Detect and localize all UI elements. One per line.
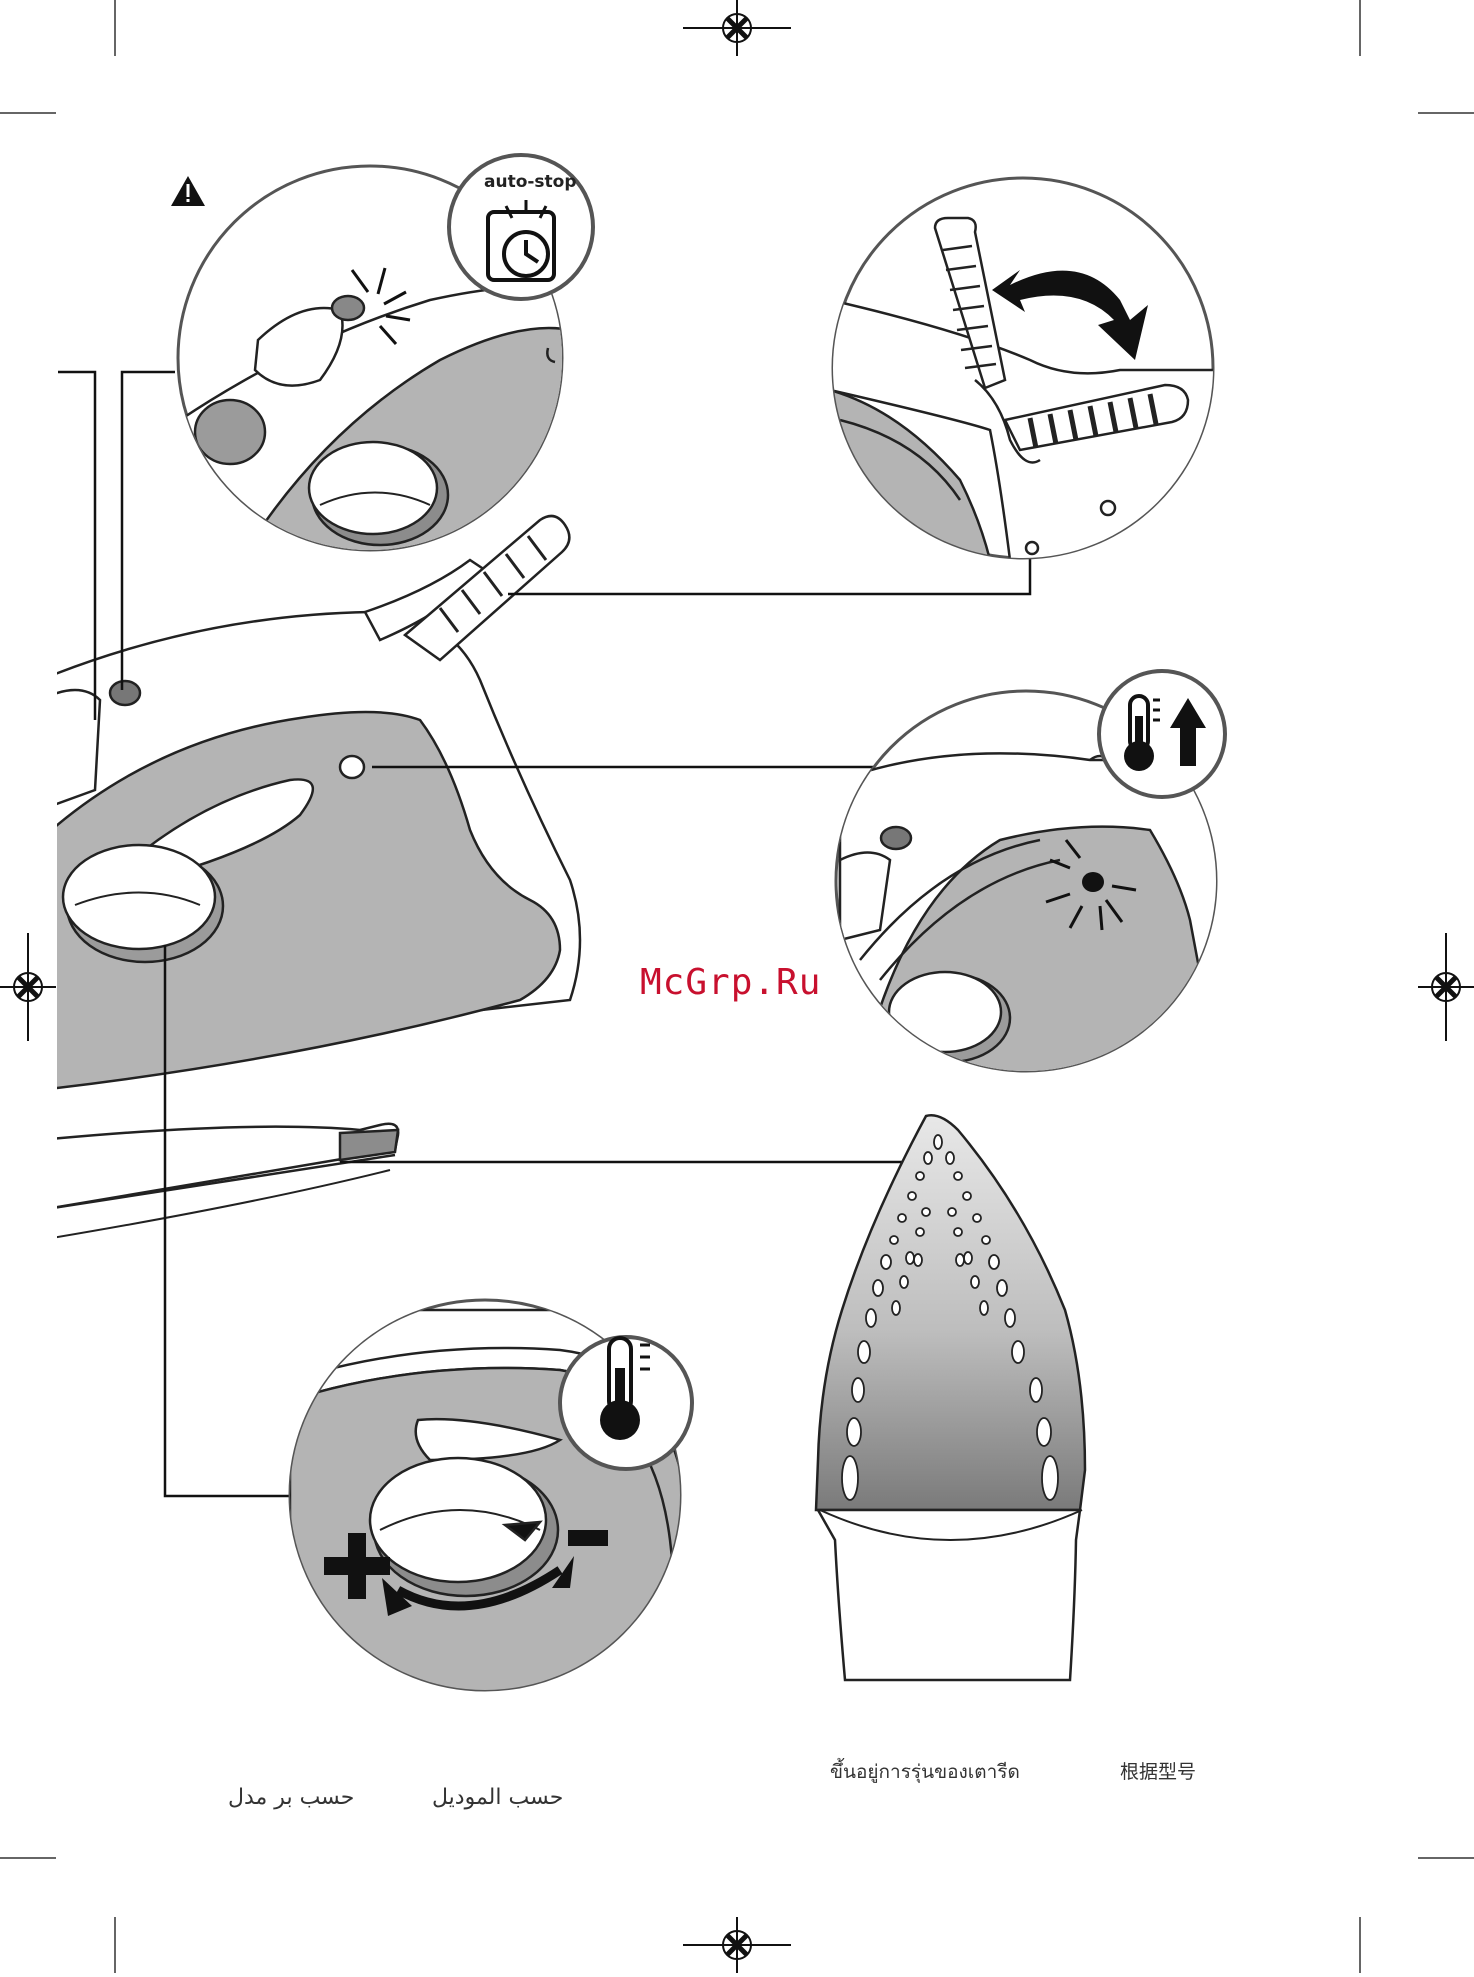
warning-icon: [171, 176, 205, 206]
registration-mark-right: [1418, 933, 1474, 1041]
registration-mark-bottom: [683, 1917, 791, 1973]
auto-stop-label: auto-stop: [484, 172, 577, 192]
chinese-model-note: 根据型号: [1120, 1757, 1196, 1784]
callout-auto-stop: [178, 155, 593, 560]
registration-mark-left: [0, 933, 56, 1041]
arabic-model-note-2: حسب الموديل: [432, 1785, 563, 1810]
callout-heat-light: [836, 671, 1225, 1080]
soleplate: [816, 1115, 1085, 1680]
callout-cord-swivel: [830, 178, 1220, 560]
arabic-model-note-1: حسب بر مدل: [228, 1785, 354, 1810]
minus-sign: [568, 1530, 608, 1546]
registration-mark-top: [683, 0, 791, 56]
callout-temperature-dial: [290, 1300, 700, 1700]
thai-model-note: ขึ้นอยู่การรุ่นของเตารีด: [830, 1757, 1020, 1787]
watermark: McGrp.Ru: [640, 962, 821, 1003]
